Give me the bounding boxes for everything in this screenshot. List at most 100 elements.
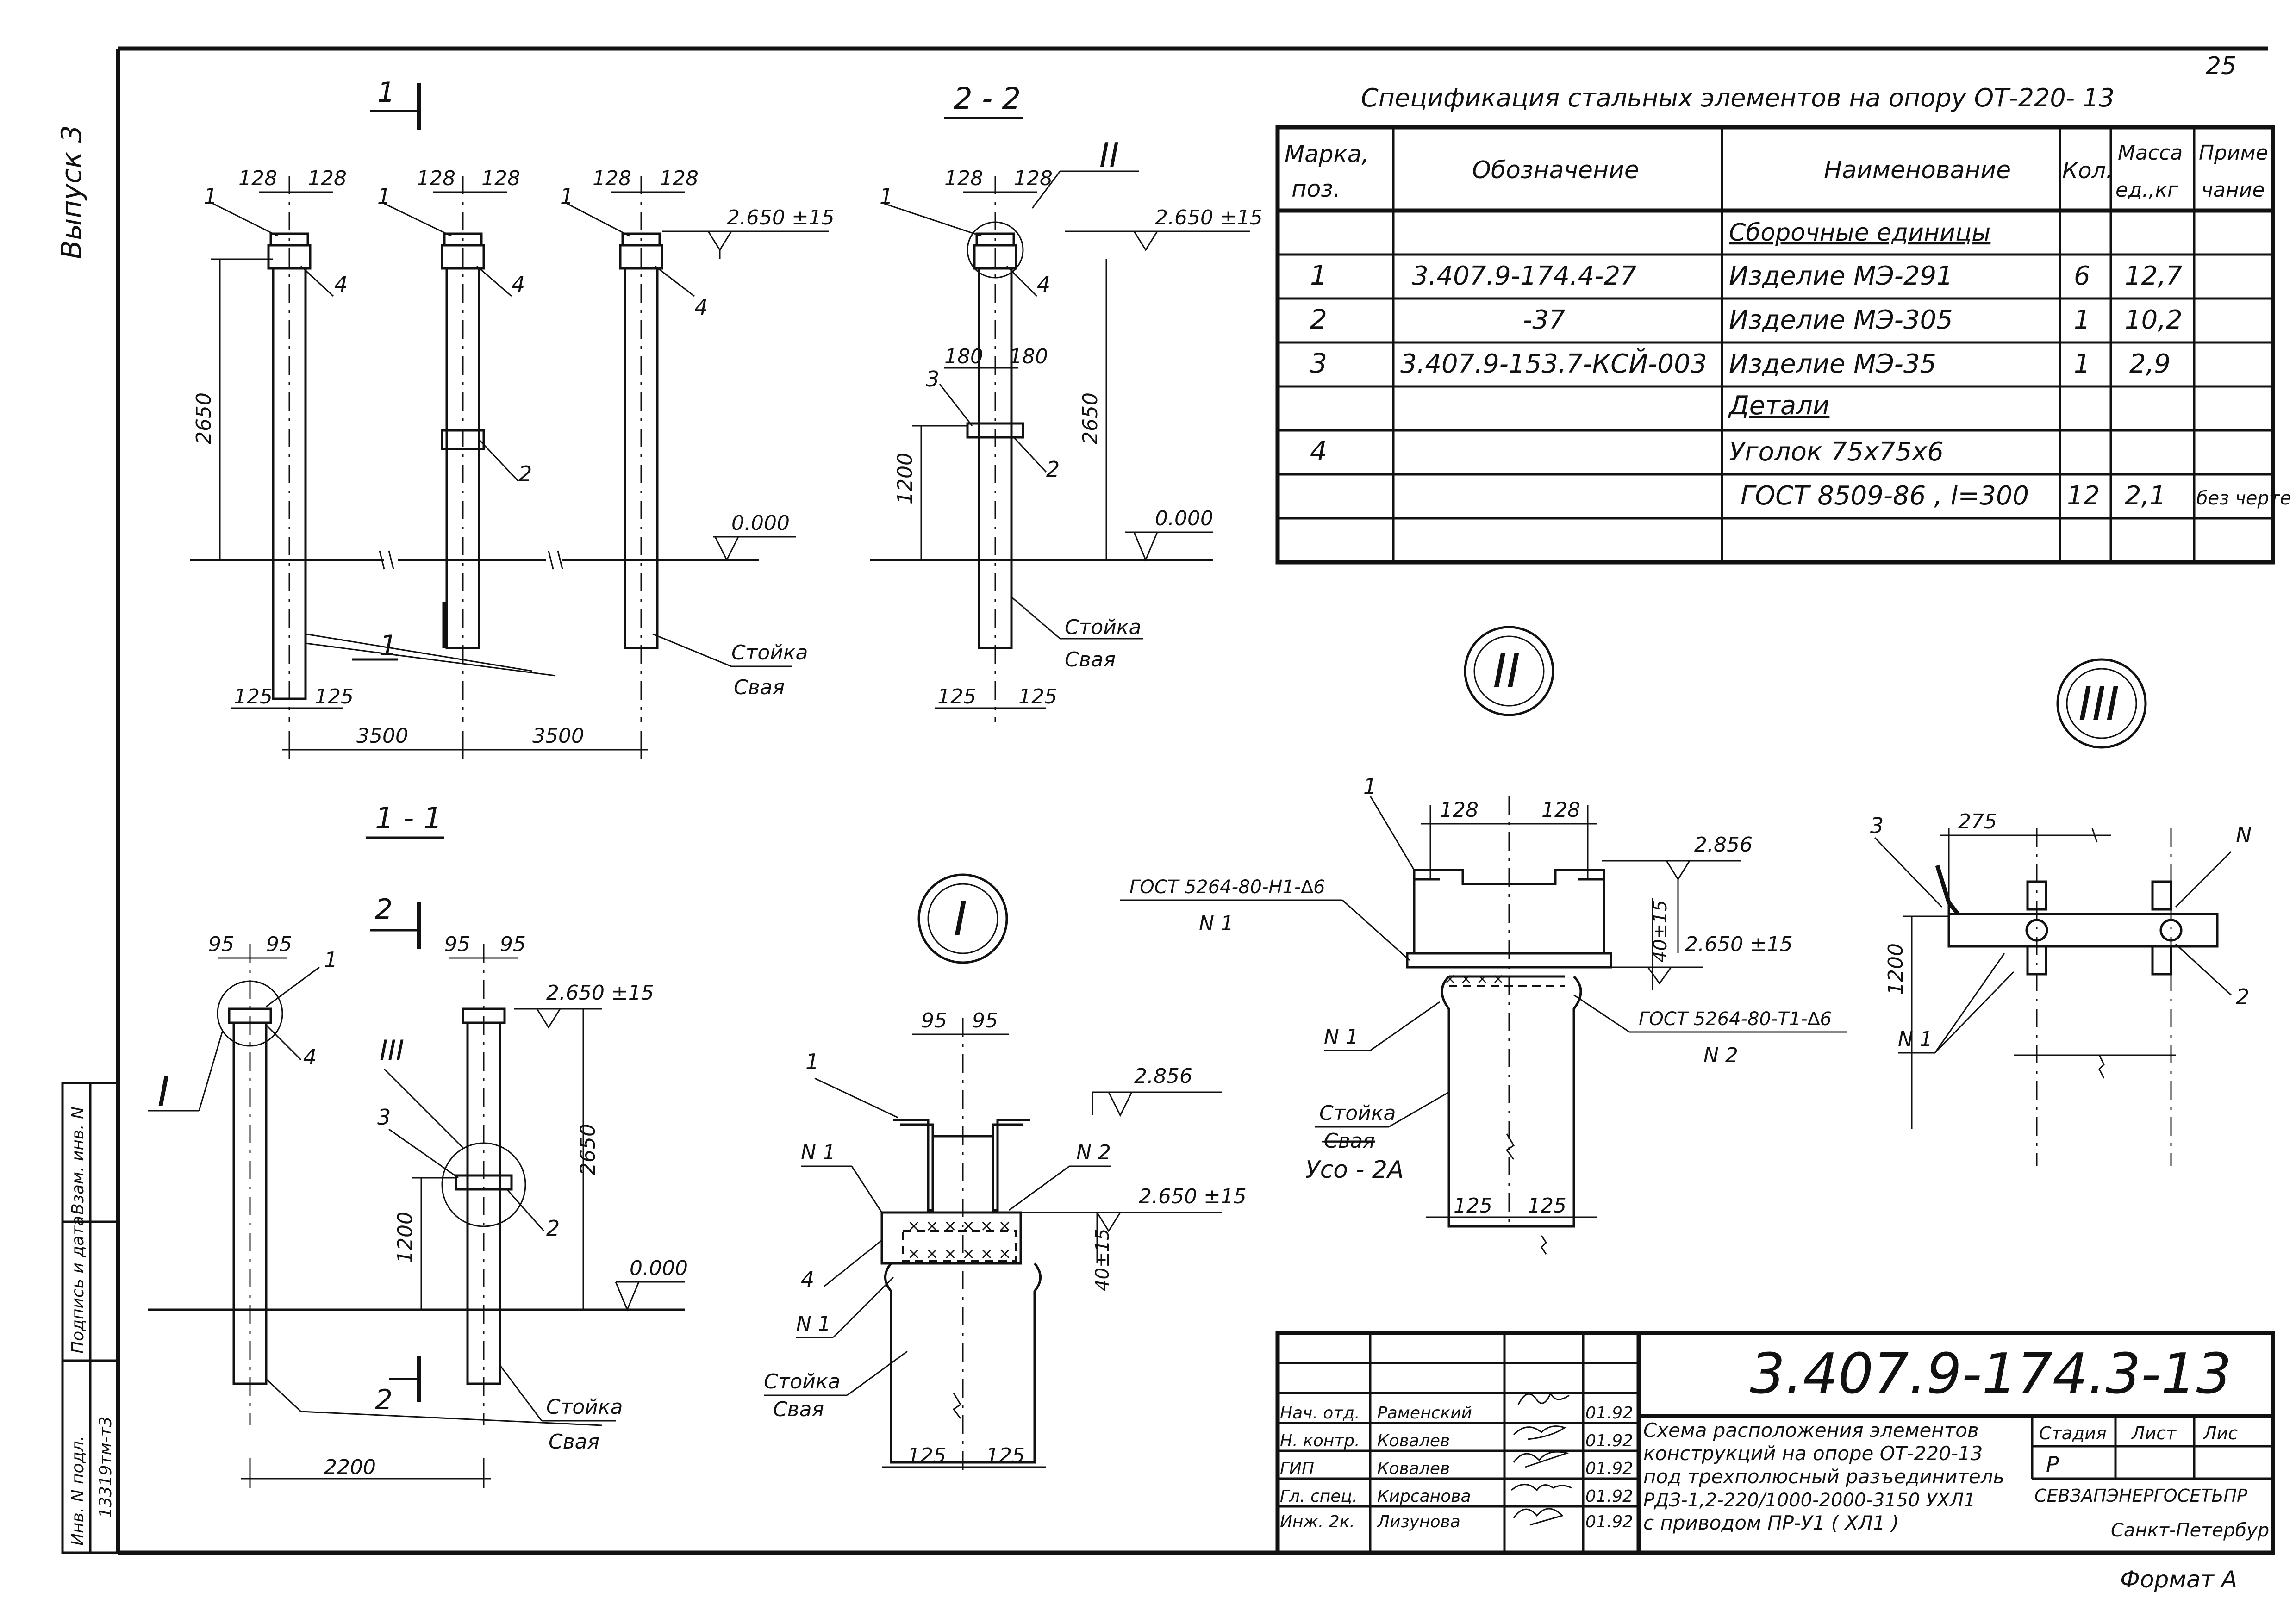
s22-pos-2: 2 (1046, 457, 1060, 482)
sig-name-3: Ковалев (1377, 1459, 1450, 1478)
elev-section-mark-top: 1 (377, 76, 395, 109)
spec-header-mark: Марка, (1285, 141, 1369, 168)
detailI-dim-95-a: 95 (921, 1009, 947, 1032)
detailIII-pos-3: 3 (1870, 813, 1884, 838)
spec-header-note-2: чание (2201, 178, 2265, 202)
s11-detail-ref-III: III (380, 1034, 404, 1067)
spec-row6-name: ГОСТ 8509-86 , l=300 (1741, 481, 2029, 511)
s22-pos-1: 1 (880, 184, 893, 209)
s22-dim-128-a: 128 (944, 167, 983, 190)
sig-date-5: 01.92 (1585, 1512, 1633, 1531)
elev-dim-128-a: 128 (238, 167, 277, 190)
spec-row3-qty: 1 (2074, 349, 2090, 379)
title-block: 3.407.9-174.3-13 Нач. отд. Раменский 01.… (1275, 1331, 2275, 1555)
spec-header-designation: Обозначение (1472, 156, 1639, 184)
s11-dim-95-b: 95 (266, 933, 292, 956)
detailI-level-top: 2.856 (1134, 1064, 1192, 1088)
elev-base-125-b: 125 (315, 685, 354, 709)
detailII-level-top: 2.856 (1694, 833, 1753, 857)
spec-header-mass-2: ед.,кг (2115, 178, 2178, 202)
detailI-base-125-a: 125 (907, 1444, 946, 1468)
elev-dim-128-d: 128 (481, 167, 520, 190)
sig-role-5: Инж. 2к. (1280, 1512, 1355, 1531)
sig-date-4: 01.92 (1585, 1487, 1633, 1506)
detailI-weld-N1-b: N 1 (796, 1312, 831, 1336)
s11-level-zero: 0.000 (630, 1256, 688, 1280)
s22-base-125-a: 125 (937, 685, 976, 709)
detailI-level-mid: 2.650 ±15 (1139, 1185, 1247, 1208)
title-desc-line-5: с приводом ПР-У1 ( ХЛ1 ) (1643, 1511, 1899, 1534)
elev-pos-4-mid: 4 (512, 272, 525, 297)
s11-dim-95-c: 95 (444, 933, 470, 956)
spec-header-mark-2: поз. (1292, 175, 1341, 202)
spec-row3-designation: 3.407.9-153.7-КСЙ-003 (1400, 349, 1707, 379)
detailII-weld-spec-2: ГОСТ 5264-80-Т1-∆6 (1639, 1008, 1832, 1030)
detailI-label-column: Стойка (764, 1370, 840, 1393)
section-1-1: 1 - 1 2 2 95 95 I 1 4 95 95 III 3 (148, 802, 688, 1488)
title-city: Санкт-Петербур (2111, 1520, 2269, 1541)
detailIII-pos-2: 2 (2236, 984, 2249, 1009)
s11-label-pile: Свая (549, 1430, 599, 1454)
page-number: 25 (2206, 52, 2236, 80)
s11-detail-ref-I: I (157, 1068, 170, 1116)
detailI-dim-95-b: 95 (972, 1009, 998, 1032)
elev-pos-4-right: 4 (694, 295, 708, 320)
s11-section-mark-top: 2 (375, 893, 393, 926)
stamp-inv-value: 13319тм-т3 (96, 1416, 115, 1518)
detailIII-weld-N1: N 1 (1898, 1027, 1933, 1051)
s11-dim-95-d: 95 (500, 933, 526, 956)
elev-pos-4-left: 4 (334, 272, 348, 297)
column-middle (441, 176, 485, 722)
title-desc-line-3: под трехполюсный разъединитель (1643, 1465, 2004, 1488)
sig-role-4: Гл. спец. (1280, 1487, 1357, 1506)
s22-pos-3: 3 (926, 367, 939, 392)
elevation-view: 1 1 128 1 (190, 76, 835, 759)
handwritten-signatures (1511, 1391, 1572, 1526)
spec-header-qty: Кол. (2062, 158, 2113, 184)
spec-row1-name: Изделие МЭ-291 (1729, 261, 1953, 291)
s22-label-column: Стойка (1065, 616, 1141, 639)
spec-row0-name: Сборочные единицы (1729, 219, 1990, 247)
detailI-tolerance: 40±15 (1092, 1229, 1113, 1291)
spec-row2-mass: 10,2 (2125, 305, 2183, 335)
stamp-replace-inv: Взам. инв. N (69, 1107, 87, 1215)
elev-dim-128-e: 128 (593, 167, 631, 190)
column-left (267, 176, 312, 722)
detailII-handwritten-note: Усо - 2А (1305, 1156, 1404, 1184)
spec-row2-qty: 1 (2074, 305, 2090, 335)
elev-spacing-a: 3500 (356, 724, 408, 748)
s11-spacing-2200: 2200 (324, 1455, 376, 1479)
s22-lower-1200: 1200 (893, 453, 917, 504)
elev-dim-128-b: 128 (308, 167, 347, 190)
sig-name-5: Лизунова (1376, 1512, 1460, 1531)
detailII-pos-1: 1 (1363, 774, 1377, 799)
section11-title: 1 - 1 (375, 802, 442, 836)
stamp-inv-number: Инв. N подл. (69, 1436, 87, 1546)
title-desc-line-1: Схема расположения элементов (1643, 1419, 1979, 1442)
s11-pos-4: 4 (303, 1045, 317, 1070)
format-label: Формат А (2120, 1566, 2237, 1593)
s11-pos-1: 1 (324, 947, 337, 972)
spec-row6-note: без черте (2196, 488, 2291, 509)
detailI-label-pile: Свая (773, 1398, 824, 1421)
column-right (619, 176, 663, 722)
title-desc-line-4: РДЗ-1,2-220/1000-2000-3150 УХЛ1 (1643, 1490, 1976, 1511)
spec-row3-mass: 2,9 (2129, 349, 2171, 379)
sig-date-3: 01.92 (1585, 1459, 1633, 1478)
detailI-weld-crosses-bottom: × × × × × × (907, 1244, 1011, 1263)
s22-pos-4: 4 (1037, 272, 1050, 297)
title-sheets-label: Лис (2202, 1423, 2238, 1443)
detailI-title: I (954, 892, 967, 946)
title-desc-line-2: конструкций на опоре ОТ-220-13 (1643, 1442, 1983, 1465)
detailII-level-mid: 2.650 ±15 (1685, 933, 1793, 956)
detailIII-pos-N: N (2236, 822, 2252, 847)
spec-row6-qty: 12 (2067, 481, 2100, 511)
detailI-weld-N2: N 2 (1076, 1141, 1111, 1164)
stamp-signature-date: Подпись и дата (69, 1216, 87, 1354)
spec-row6-mass: 2,1 (2125, 481, 2166, 511)
detailIII-dim-top: 275 (1958, 810, 1997, 833)
detailII-weld-crosses: × × × × (1444, 971, 1504, 987)
section22-title: 2 - 2 (954, 82, 1021, 116)
spec-row5-name: Уголок 75х75х6 (1729, 437, 1944, 467)
